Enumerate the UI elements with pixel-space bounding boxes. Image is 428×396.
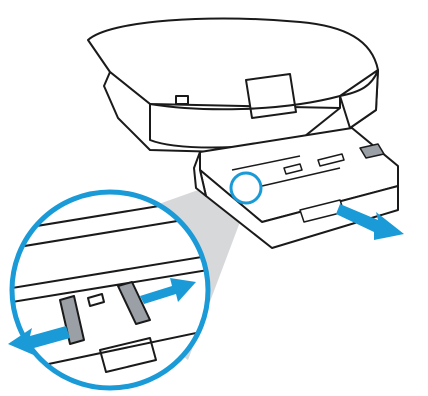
front-logo bbox=[176, 96, 188, 104]
control-panel-screen bbox=[246, 74, 296, 118]
